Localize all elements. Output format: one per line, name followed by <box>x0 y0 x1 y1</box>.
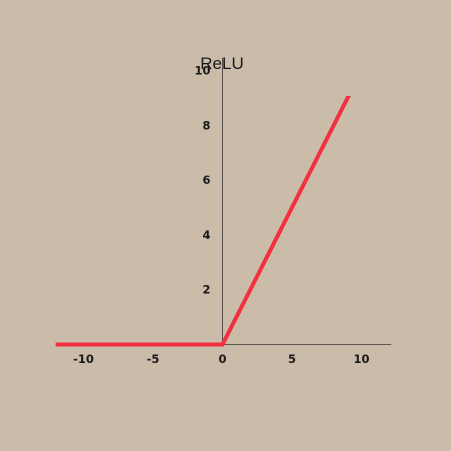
x-tick-label: 0 <box>218 352 226 366</box>
y-tick-label: 10 <box>194 64 210 78</box>
y-tick-labels: 2 4 6 8 10 <box>194 64 210 297</box>
relu-series-line <box>55 96 351 347</box>
x-tick-label: -5 <box>147 352 160 366</box>
chart-title: ReLU <box>200 54 243 73</box>
x-tick-label: -10 <box>73 352 94 366</box>
axes <box>55 57 392 345</box>
y-tick-label: 4 <box>202 228 210 242</box>
y-tick-label: 2 <box>202 283 210 297</box>
x-tick-label: 5 <box>288 352 296 366</box>
x-tick-labels: -10 -5 0 5 10 <box>73 352 369 366</box>
y-tick-label: 6 <box>202 173 210 187</box>
series-group <box>55 96 351 347</box>
x-tick-label: 10 <box>353 352 369 366</box>
y-tick-label: 8 <box>202 118 210 132</box>
